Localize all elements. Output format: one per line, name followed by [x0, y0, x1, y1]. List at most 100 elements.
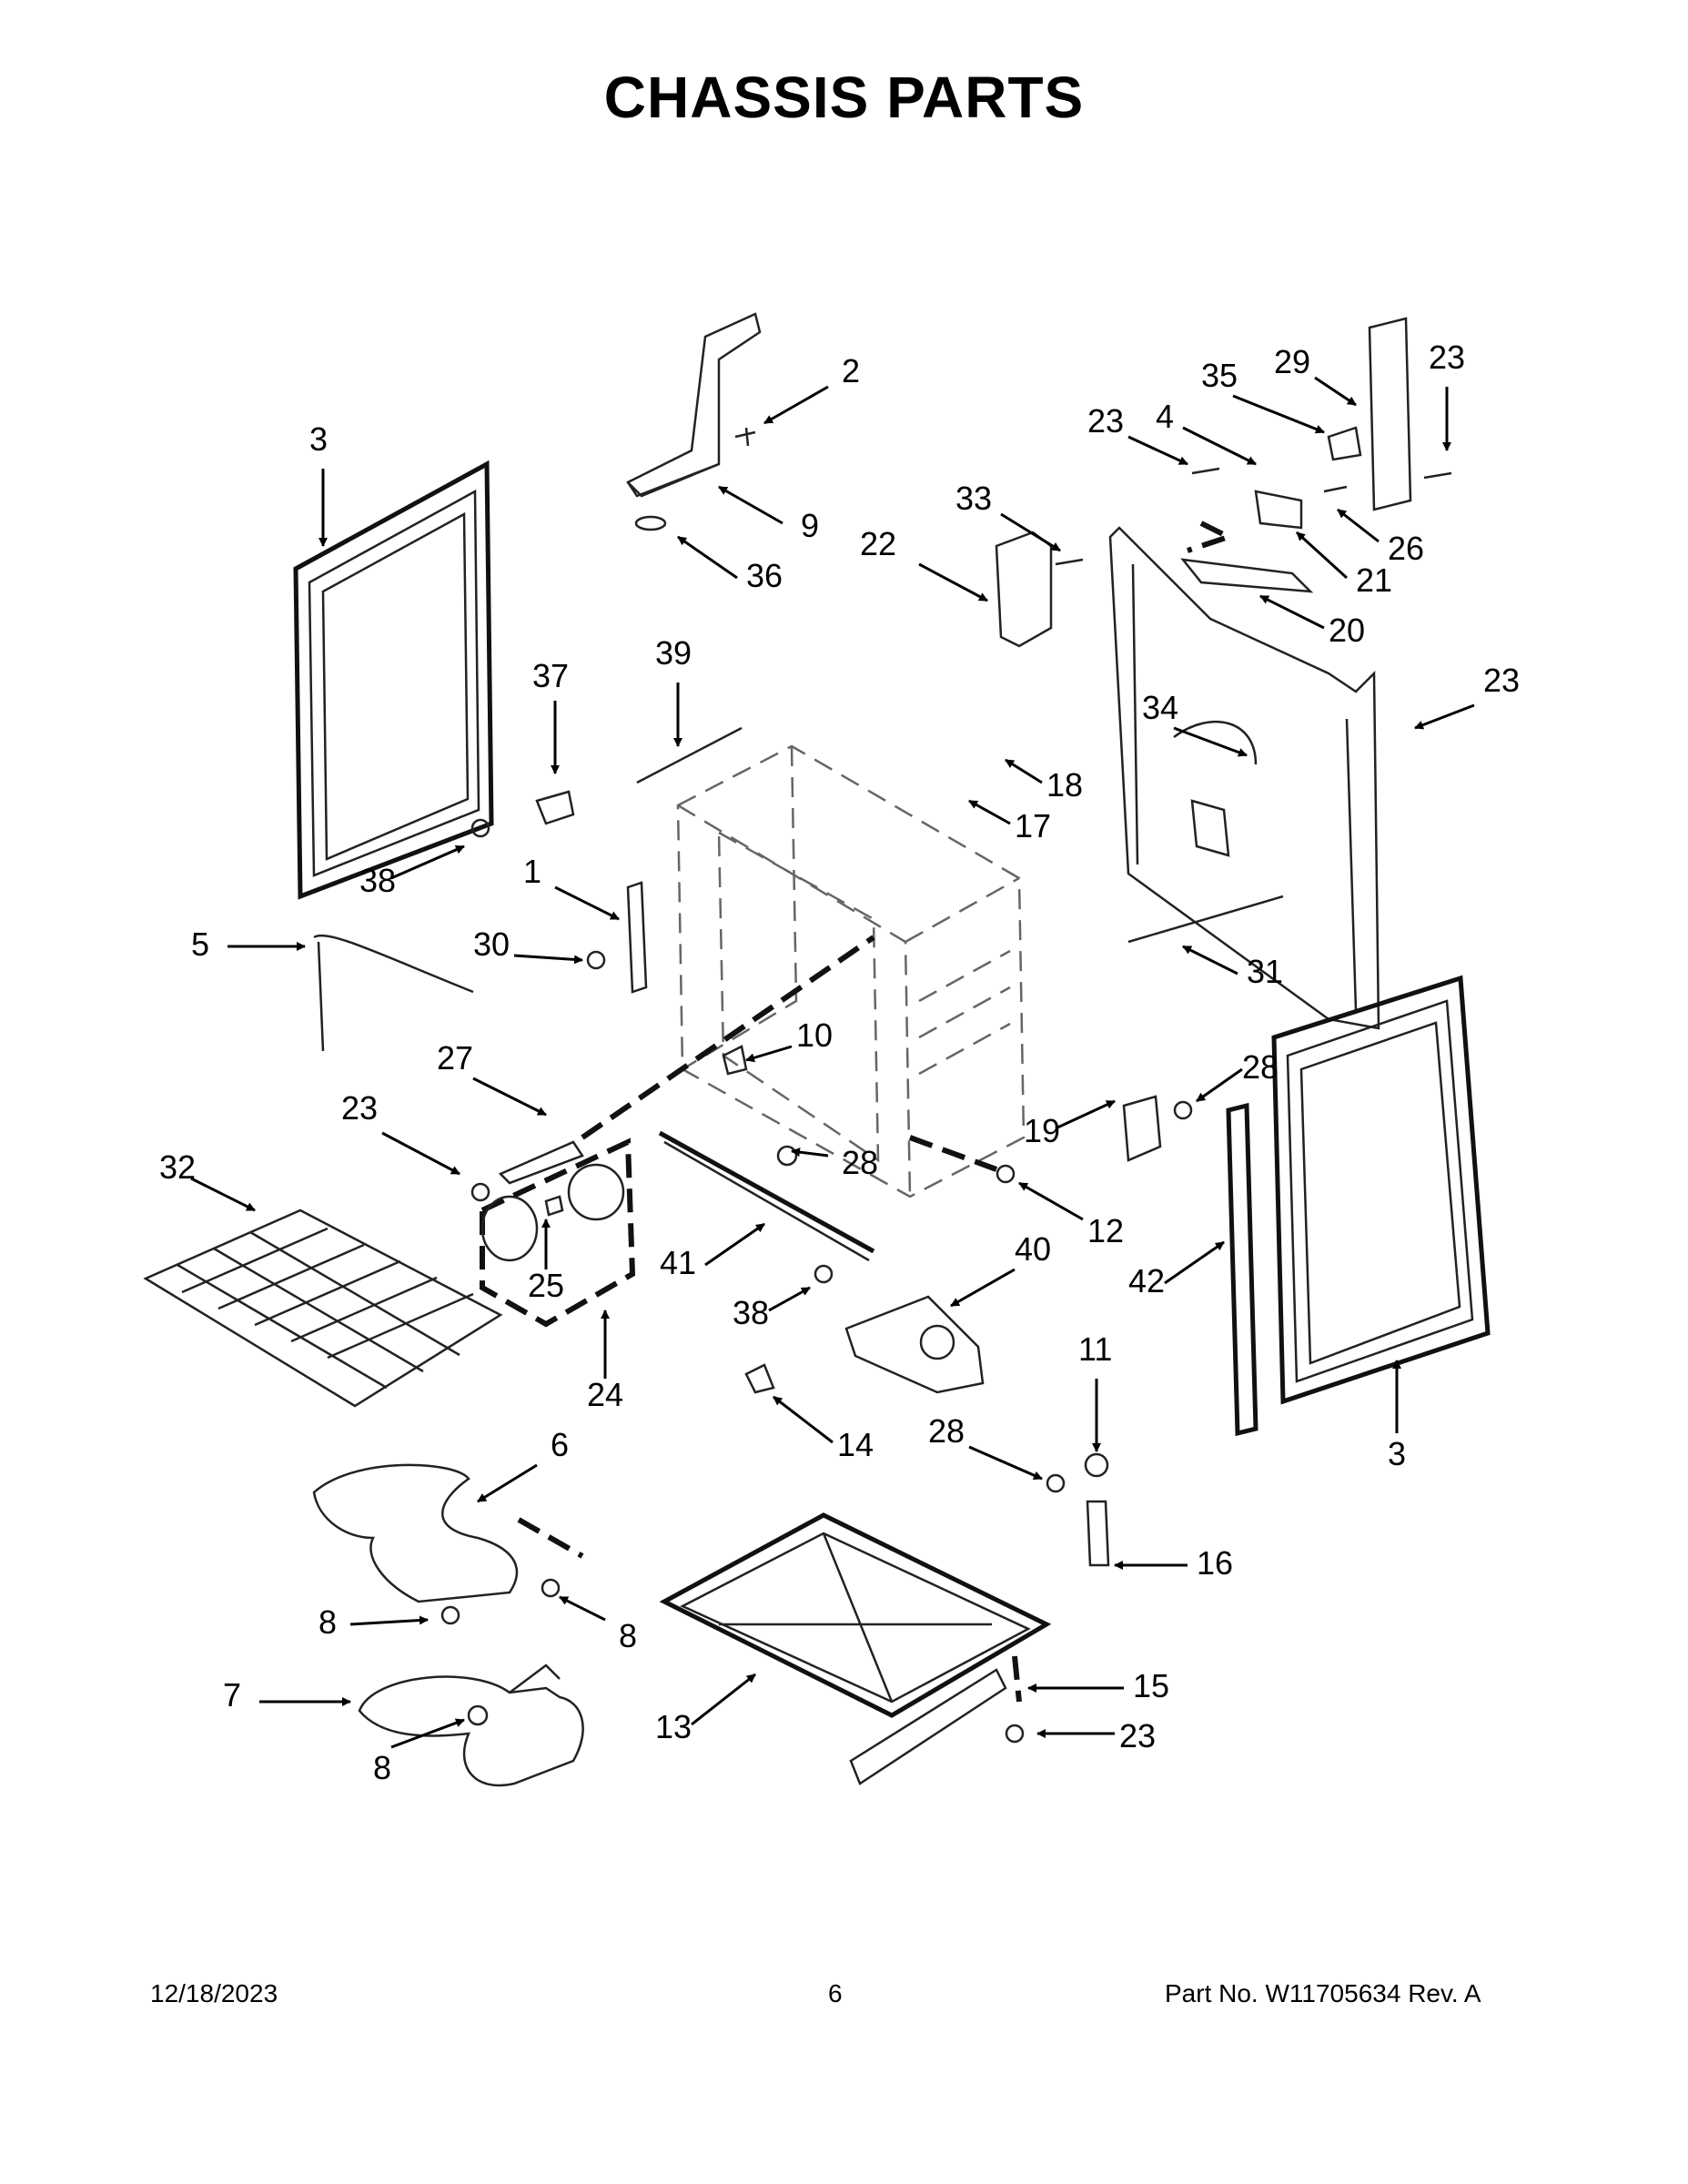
callout-label-c40: 40: [1015, 1230, 1051, 1268]
callout-label-c36: 36: [746, 557, 783, 594]
callout-label-c3a: 3: [309, 420, 328, 458]
callout-label-c32: 32: [159, 1148, 196, 1186]
callout-leader-c8a: [349, 1615, 429, 1626]
callout-leader-c8b: [559, 1595, 606, 1622]
callout-leader-c27: [472, 1077, 547, 1117]
callout-leader-c30: [513, 954, 583, 965]
callout-leader-c17: [968, 799, 1011, 825]
callout-label-c35: 35: [1201, 357, 1238, 394]
callout-leader-c26: [1337, 508, 1380, 543]
callout-leader-c1: [554, 885, 620, 921]
callout-label-c13: 13: [655, 1708, 692, 1745]
callout-label-c14: 14: [837, 1426, 874, 1463]
callout-leader-c9: [718, 485, 783, 525]
side-panel-right: [1226, 975, 1491, 1437]
callout-label-c19: 19: [1024, 1112, 1060, 1149]
callout-leader-c8c: [390, 1718, 465, 1749]
callout-label-c23c: 23: [1483, 662, 1520, 699]
callout-label-c8c: 8: [373, 1749, 391, 1786]
callout-label-c28b: 28: [1242, 1048, 1279, 1086]
vent-duct: [626, 312, 762, 531]
callout-label-c26: 26: [1388, 530, 1424, 567]
callout-leader-c31: [1182, 945, 1238, 976]
callout-label-c11: 11: [1078, 1330, 1112, 1368]
callout-leader-c6: [477, 1463, 538, 1503]
callout-label-c1: 1: [523, 853, 541, 890]
callout-leader-c28c: [968, 1445, 1043, 1481]
callout-label-c23e: 23: [1119, 1717, 1156, 1754]
callout-leader-c34: [1173, 726, 1248, 757]
leveling-leg: [1046, 1452, 1110, 1567]
callout-leader-c21: [1295, 531, 1349, 580]
callout-label-c10: 10: [796, 1016, 833, 1054]
callout-label-c18: 18: [1046, 766, 1083, 804]
callout-label-c29: 29: [1274, 343, 1310, 380]
callout-label-c20: 20: [1329, 612, 1365, 649]
vent-rod: [313, 934, 474, 1052]
callout-leader-c38a: [390, 844, 465, 880]
oven-cavity: [676, 744, 1026, 1198]
latch-rod: [470, 935, 875, 1202]
callout-leader-c20: [1259, 594, 1325, 630]
footer-page-number: 6: [828, 1979, 843, 2007]
door-latch: [744, 1295, 985, 1394]
callout-leader-c29: [1314, 376, 1357, 407]
callout-leader-c35: [1232, 394, 1325, 434]
callout-leader-c42: [1164, 1240, 1225, 1285]
callout-label-c39: 39: [655, 634, 692, 672]
callout-label-c28a: 28: [842, 1144, 878, 1181]
callout-leader-c36: [677, 535, 738, 580]
callout-label-c4: 4: [1156, 398, 1174, 435]
callout-leader-c22: [918, 562, 988, 602]
callout-label-c24: 24: [587, 1376, 623, 1413]
callout-leader-c41: [704, 1222, 765, 1267]
callout-label-c5: 5: [191, 925, 209, 963]
callout-label-c42: 42: [1128, 1262, 1165, 1299]
page-title: CHASSIS PARTS: [603, 65, 1085, 130]
callout-label-c12: 12: [1087, 1212, 1124, 1249]
callout-label-c34: 34: [1142, 689, 1178, 726]
callout-label-c25: 25: [528, 1267, 564, 1304]
door-switch: [1122, 1095, 1193, 1162]
callout-leader-c19: [1055, 1099, 1116, 1130]
callout-label-c33: 33: [955, 480, 992, 517]
upper-right-brackets: [1180, 317, 1452, 593]
callout-leader-c12: [1018, 1181, 1084, 1221]
bottom-rail: [849, 1655, 1025, 1785]
callout-label-c16: 16: [1197, 1544, 1233, 1582]
callout-label-c31: 31: [1247, 953, 1283, 990]
callout-label-c38b: 38: [733, 1294, 769, 1331]
callout-label-c41: 41: [660, 1244, 696, 1281]
terminal-cover: [995, 531, 1084, 648]
callout-leader-c13: [691, 1673, 756, 1726]
broil-element: [358, 1663, 584, 1787]
callout-label-c37: 37: [532, 657, 569, 694]
callout-label-c8a: 8: [318, 1603, 337, 1641]
callout-label-c6: 6: [551, 1426, 569, 1463]
back-panel: [1108, 526, 1380, 1030]
callout-label-c22: 22: [860, 525, 896, 562]
callout-leader-c32: [190, 1177, 256, 1212]
oven-bottom-panel: [659, 1512, 1052, 1718]
callout-label-c8b: 8: [619, 1617, 637, 1654]
callout-label-c15: 15: [1133, 1667, 1169, 1704]
callout-leader-c18: [1005, 758, 1043, 784]
callout-label-c3b: 3: [1388, 1435, 1406, 1472]
callout-leader-c10: [745, 1045, 793, 1063]
callout-leader-c23a: [1127, 435, 1188, 466]
callout-label-c28c: 28: [928, 1412, 965, 1450]
callout-label-c27: 27: [437, 1039, 473, 1077]
callout-leader-c38b: [768, 1286, 811, 1312]
callout-leader-c28b: [1196, 1067, 1243, 1103]
callout-label-c21: 21: [1356, 561, 1392, 599]
callout-leader-c40: [950, 1268, 1016, 1308]
callout-leader-c23c: [1414, 703, 1475, 730]
callout-leader-c33: [1000, 512, 1061, 552]
callout-leader-c23d: [381, 1131, 460, 1176]
callout-label-c23d: 23: [341, 1089, 378, 1127]
callout-label-c2: 2: [842, 352, 860, 389]
callout-leader-c28a: [791, 1148, 829, 1158]
callout-leader-c14: [773, 1395, 834, 1444]
footer-date: 12/18/2023: [150, 1979, 278, 2007]
